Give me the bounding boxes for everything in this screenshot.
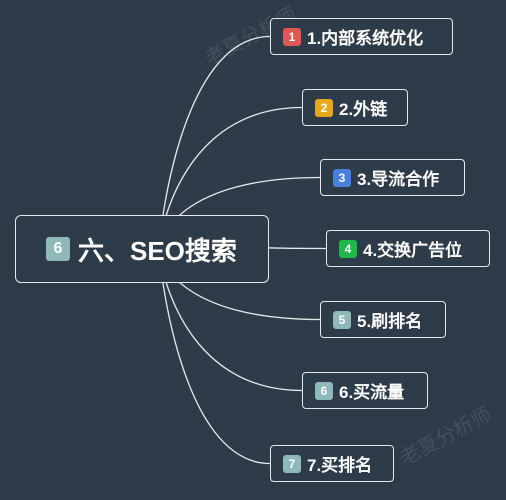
child-label: 5.刷排名 — [357, 312, 423, 331]
child-node-2[interactable]: 2 2.外链 — [302, 89, 408, 126]
child-label: 7.买排名 — [307, 456, 373, 475]
child-node-7[interactable]: 7 7.买排名 — [270, 445, 394, 482]
root-node[interactable]: 6 六、SEO搜索 — [15, 215, 269, 283]
root-label: 六、SEO搜索 — [78, 235, 237, 266]
child-badge: 2 — [315, 98, 333, 117]
child-node-3[interactable]: 3 3.导流合作 — [320, 159, 465, 196]
child-badge: 5 — [333, 310, 351, 329]
child-node-1[interactable]: 1 1.内部系统优化 — [270, 18, 453, 55]
child-label: 4.交换广告位 — [363, 241, 463, 260]
child-node-4[interactable]: 4 4.交换广告位 — [326, 230, 490, 267]
child-badge: 6 — [315, 381, 333, 400]
root-badge: 6 — [46, 237, 70, 261]
child-node-6[interactable]: 6 6.买流量 — [302, 372, 428, 409]
child-node-5[interactable]: 5 5.刷排名 — [320, 301, 446, 338]
child-badge: 7 — [283, 454, 301, 473]
child-badge: 4 — [339, 239, 357, 258]
child-label: 1.内部系统优化 — [307, 29, 424, 48]
child-badge: 1 — [283, 27, 301, 46]
child-badge: 3 — [333, 168, 351, 187]
child-label: 3.导流合作 — [357, 170, 440, 189]
child-label: 6.买流量 — [339, 383, 405, 402]
child-label: 2.外链 — [339, 100, 388, 119]
